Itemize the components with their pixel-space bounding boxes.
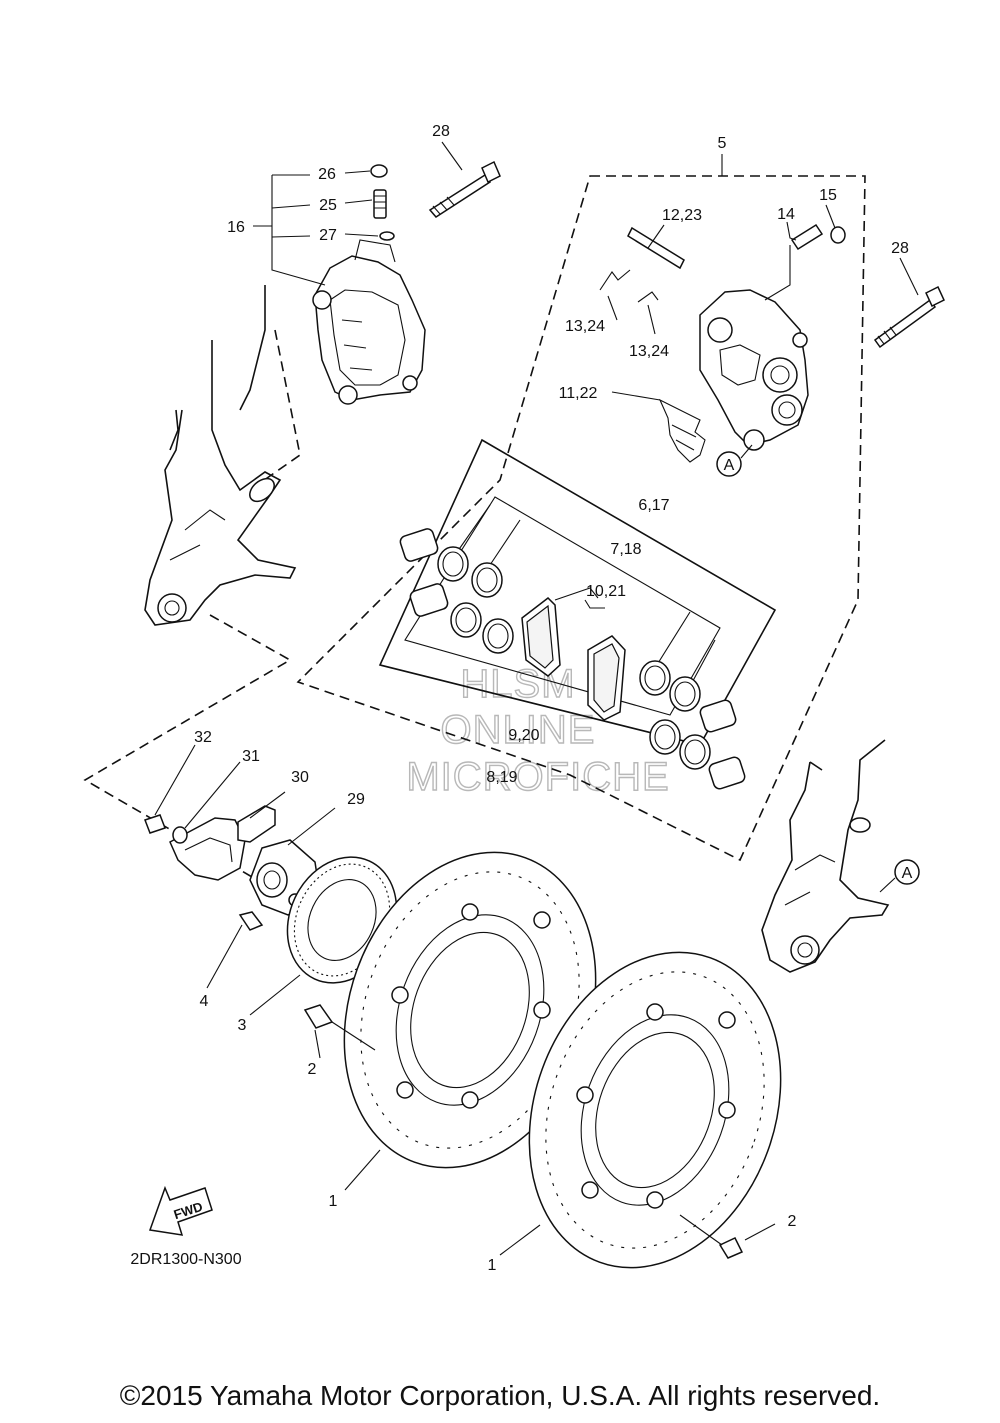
caliper-mount-guide bbox=[249, 329, 301, 491]
ref-marker-a-fork-label: A bbox=[902, 865, 913, 882]
ref-marker-a-caliper-label: A bbox=[724, 457, 735, 474]
pistons-seals-upper bbox=[399, 528, 514, 654]
pin-clip-13-24-b bbox=[637, 291, 659, 303]
callout-29: 29 bbox=[347, 791, 365, 808]
callout-12-23: 12,23 bbox=[662, 207, 702, 224]
callout-1-rear: 1 bbox=[488, 1257, 497, 1274]
left-fork-leg bbox=[144, 285, 297, 626]
disc-bolt-2-left bbox=[303, 1004, 376, 1051]
collar-31 bbox=[172, 826, 188, 844]
callout-30: 30 bbox=[291, 769, 309, 786]
right-fork-leg bbox=[761, 739, 890, 973]
callout-6-17: 6,17 bbox=[638, 497, 669, 514]
callout-11-22: 11,22 bbox=[559, 385, 598, 402]
caliper-bolt-28-left bbox=[428, 160, 501, 218]
callout-15: 15 bbox=[819, 187, 837, 204]
fwd-arrow: FWD bbox=[148, 1185, 213, 1236]
pad-spring-11-22 bbox=[658, 398, 706, 463]
caliper-bolt-28-right bbox=[873, 285, 945, 349]
callout-32: 32 bbox=[194, 729, 212, 746]
callout-13-24-b: 13,24 bbox=[629, 343, 669, 360]
brake-disc-rear bbox=[528, 951, 782, 1269]
ref-marker-a-fork: A bbox=[879, 859, 920, 893]
callout-8-19: 8,19 bbox=[486, 769, 517, 786]
callout-14: 14 bbox=[777, 206, 795, 223]
callout-2-right: 2 bbox=[788, 1213, 797, 1230]
bleed-screw-assembly bbox=[370, 164, 395, 241]
callout-10-21: 10,21 bbox=[586, 583, 626, 600]
right-brake-caliper bbox=[699, 289, 809, 451]
bleeder-cap-15 bbox=[830, 226, 846, 244]
wheel-speed-sensor bbox=[237, 805, 276, 843]
callout-26: 26 bbox=[318, 166, 336, 183]
left-brake-caliper bbox=[312, 239, 426, 405]
sensor-cover-30 bbox=[169, 817, 246, 881]
bleeder-14 bbox=[790, 223, 824, 251]
bolt-32 bbox=[144, 814, 166, 834]
axle-guide bbox=[83, 614, 396, 961]
callout-31: 31 bbox=[242, 748, 260, 765]
callout-13-24-a: 13,24 bbox=[565, 318, 605, 335]
brake-disc-front bbox=[343, 851, 597, 1169]
ref-marker-a-caliper: A bbox=[716, 444, 753, 477]
callout-16: 16 bbox=[227, 219, 245, 236]
pistons-seals-lower bbox=[639, 660, 746, 790]
callouts: 28 26 25 16 27 5 15 12,23 14 28 13,24 13… bbox=[194, 123, 909, 1274]
disc-bolt-2-right bbox=[679, 1214, 744, 1259]
callout-9-20: 9,20 bbox=[508, 727, 539, 744]
watermark-line-2: ONLINE bbox=[441, 708, 596, 752]
diagram-code: 2DR1300-N300 bbox=[130, 1251, 241, 1268]
callout-7-18: 7,18 bbox=[610, 541, 641, 558]
callout-27: 27 bbox=[319, 227, 337, 244]
callout-28-right: 28 bbox=[891, 240, 909, 257]
brake-pads bbox=[521, 587, 626, 721]
callout-4: 4 bbox=[200, 993, 209, 1010]
pin-clip-13-24-a bbox=[599, 269, 631, 291]
kit-5-boundary bbox=[296, 175, 866, 862]
copyright-notice: ©2015 Yamaha Motor Corporation, U.S.A. A… bbox=[119, 1380, 881, 1411]
watermark-line-3: MICROFICHE bbox=[406, 755, 669, 799]
callout-1-front: 1 bbox=[329, 1193, 338, 1210]
callout-3: 3 bbox=[238, 1017, 247, 1034]
callout-5: 5 bbox=[718, 135, 727, 152]
callout-25: 25 bbox=[319, 197, 337, 214]
bolt-4 bbox=[238, 911, 264, 931]
pad-pin-12-23 bbox=[627, 226, 685, 270]
callout-2-left: 2 bbox=[308, 1061, 317, 1078]
callout-28-left: 28 bbox=[432, 123, 450, 140]
